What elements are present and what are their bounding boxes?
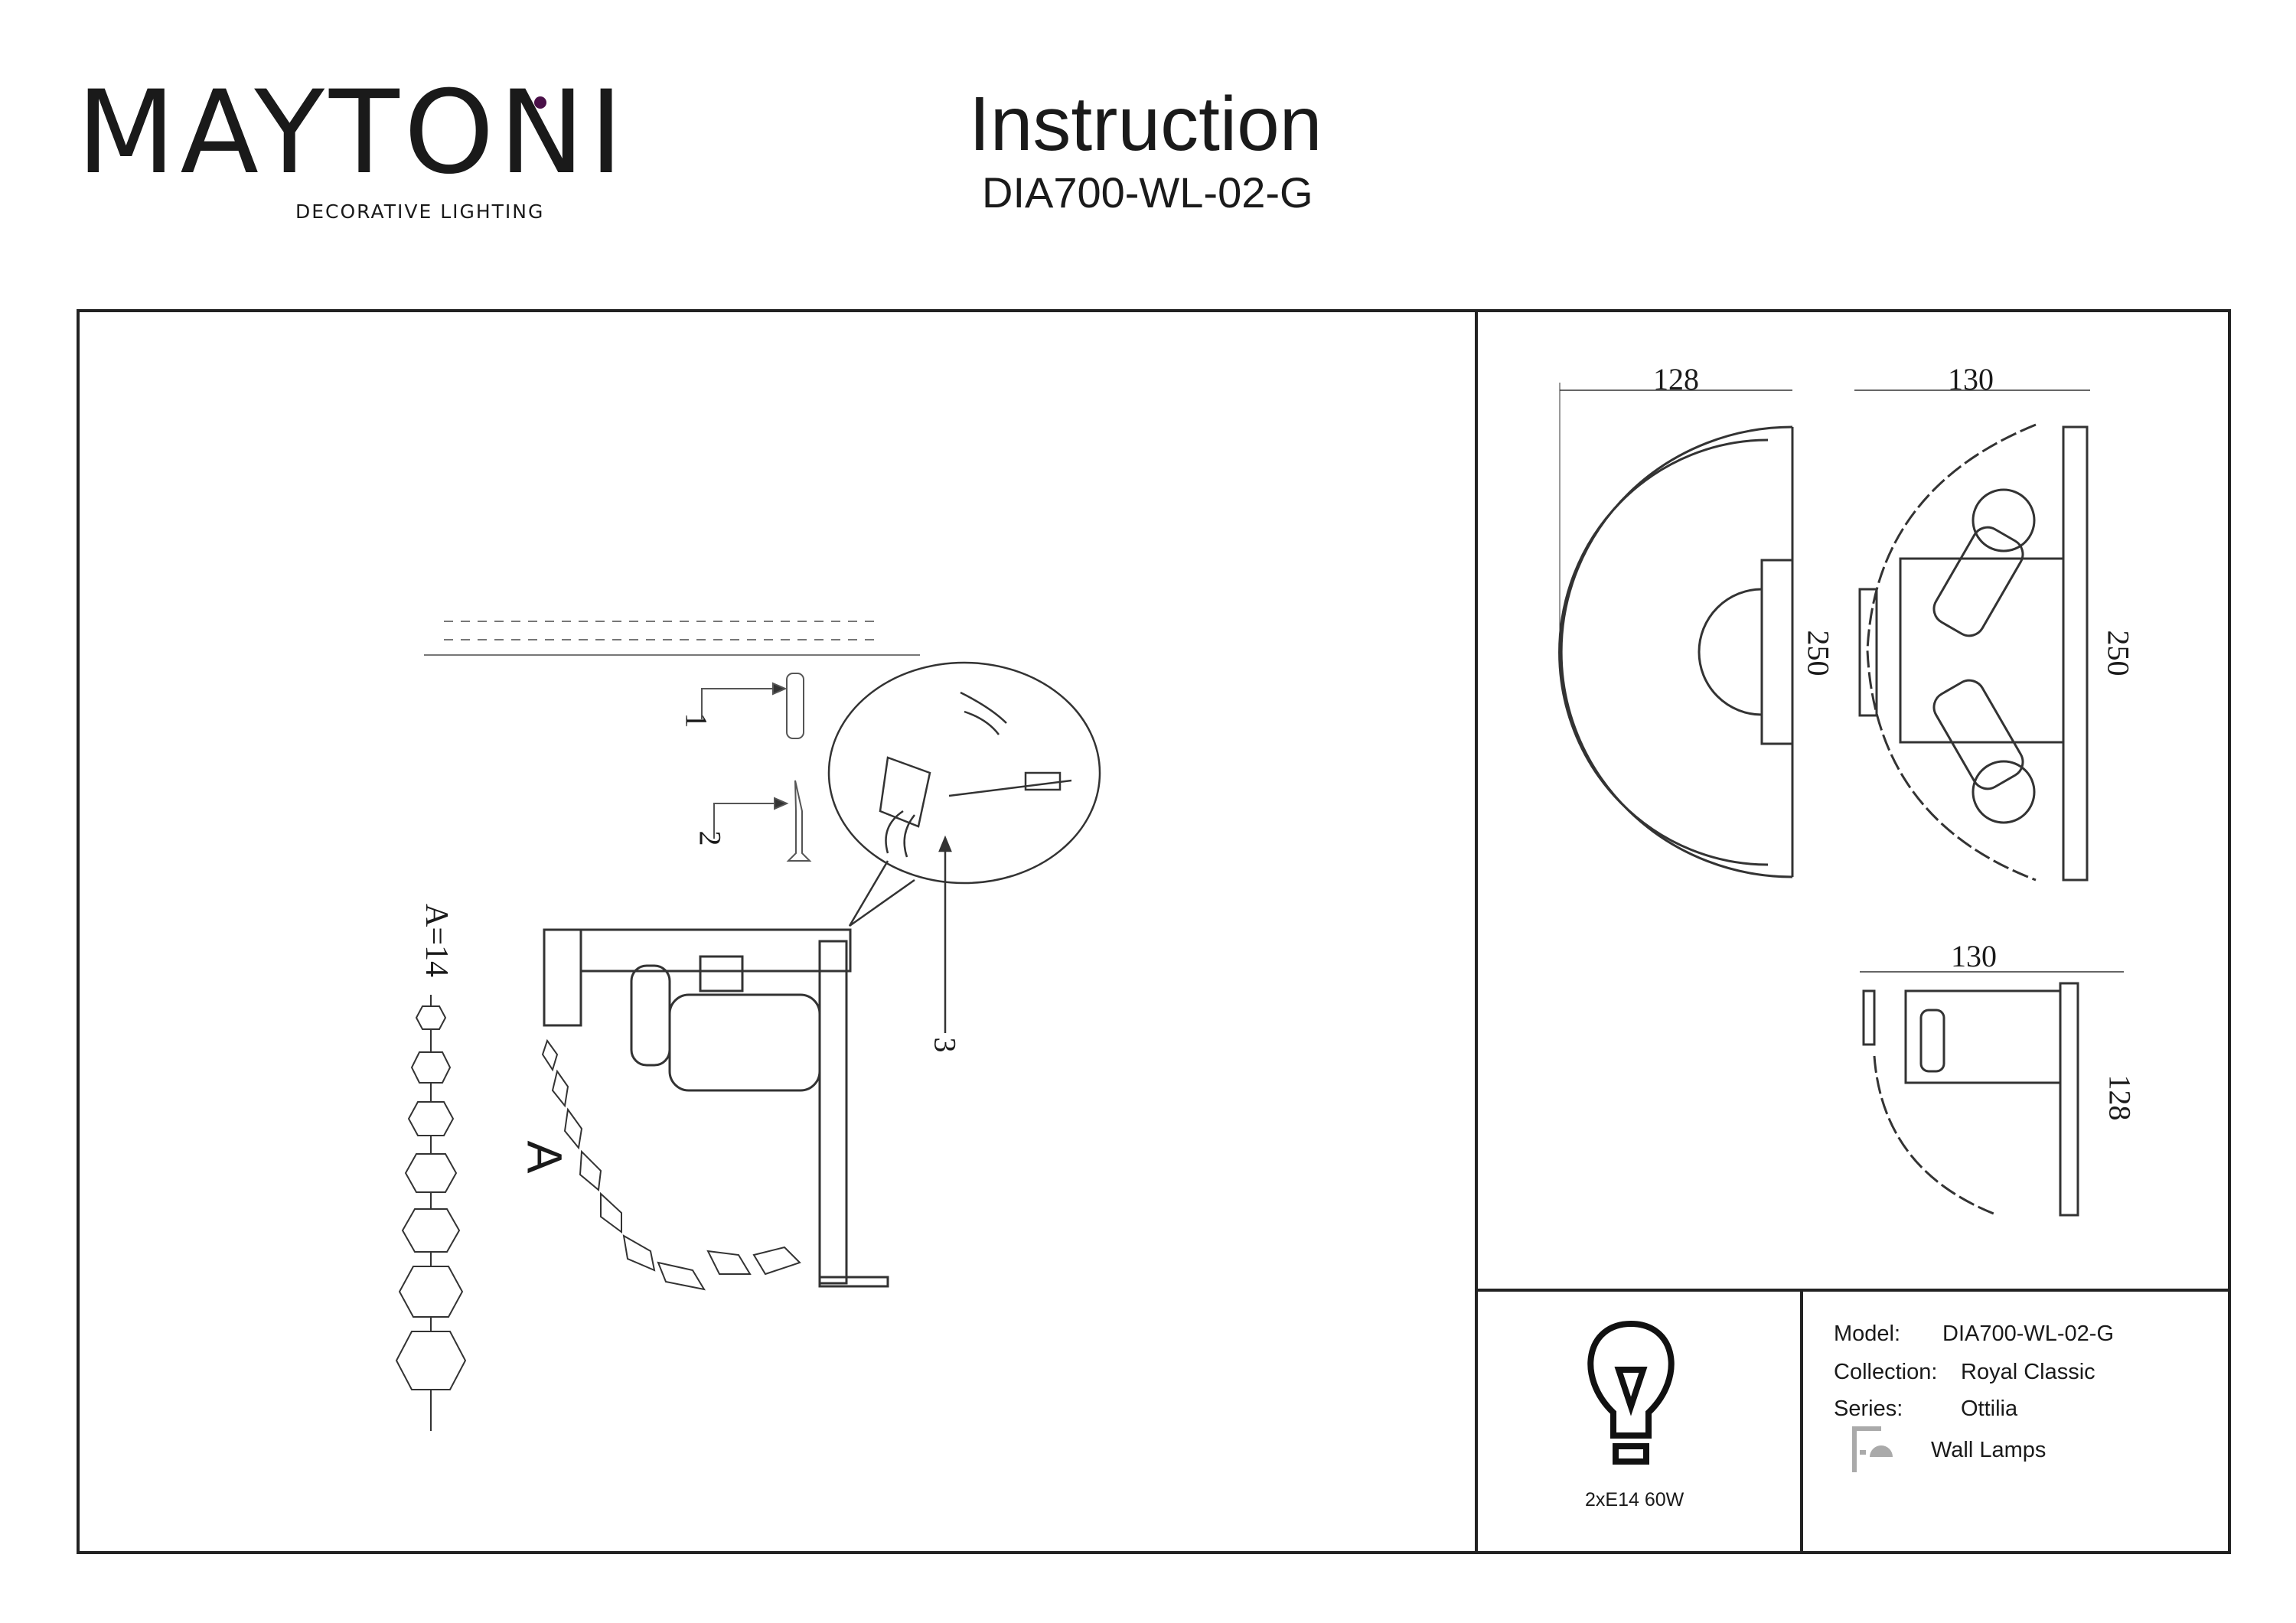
logo-dot bbox=[534, 96, 546, 109]
model-code: DIA700-WL-02-G bbox=[982, 168, 1313, 217]
series-label: Series: bbox=[1834, 1396, 1903, 1421]
brand-logo: MAYTONI bbox=[77, 67, 628, 200]
top-depth-dim: 128 bbox=[2102, 1074, 2138, 1121]
light-bulb-icon bbox=[1587, 1320, 1675, 1465]
top-width-dim: 130 bbox=[1951, 939, 1997, 973]
screw-icon bbox=[713, 780, 812, 862]
step-label-2: 2 bbox=[693, 830, 728, 846]
series-value: Ottilia bbox=[1961, 1396, 2018, 1421]
collection-label: Collection: bbox=[1834, 1360, 1938, 1384]
brand-tagline: DECORATIVE LIGHTING bbox=[295, 200, 545, 223]
side-width-dim: 130 bbox=[1948, 362, 1994, 396]
collection-value: Royal Classic bbox=[1961, 1360, 2095, 1384]
lamp-type-value: Wall Lamps bbox=[1931, 1438, 2047, 1462]
pendant-count-label: A=14 bbox=[419, 903, 455, 978]
bulb-spec: 2xE14 60W bbox=[1585, 1489, 1684, 1511]
top-view-drawing bbox=[1860, 971, 2124, 1217]
wall-surface bbox=[424, 621, 920, 656]
crystal-chain bbox=[541, 1038, 801, 1291]
side-height-dim: 250 bbox=[2101, 630, 2136, 676]
front-height-dim: 250 bbox=[1801, 630, 1836, 676]
page-title: Instruction bbox=[969, 81, 1322, 167]
step-label-1: 1 bbox=[679, 712, 714, 728]
step-label-3: 3 bbox=[928, 1037, 963, 1053]
side-view-drawing bbox=[1854, 389, 2090, 882]
crystal-pendant bbox=[395, 995, 467, 1431]
model-value: DIA700-WL-02-G bbox=[1942, 1322, 2115, 1346]
front-view-drawing bbox=[1558, 383, 1794, 878]
wiring-detail bbox=[827, 661, 1101, 1033]
bracket-assembly bbox=[543, 928, 889, 1288]
chain-label: A bbox=[517, 1140, 572, 1174]
wall-plug-icon bbox=[701, 673, 804, 739]
frame bbox=[77, 309, 2231, 1554]
model-label: Model: bbox=[1834, 1322, 1901, 1346]
front-width-dim: 128 bbox=[1653, 362, 1699, 396]
wall-lamp-icon bbox=[1852, 1426, 1893, 1472]
